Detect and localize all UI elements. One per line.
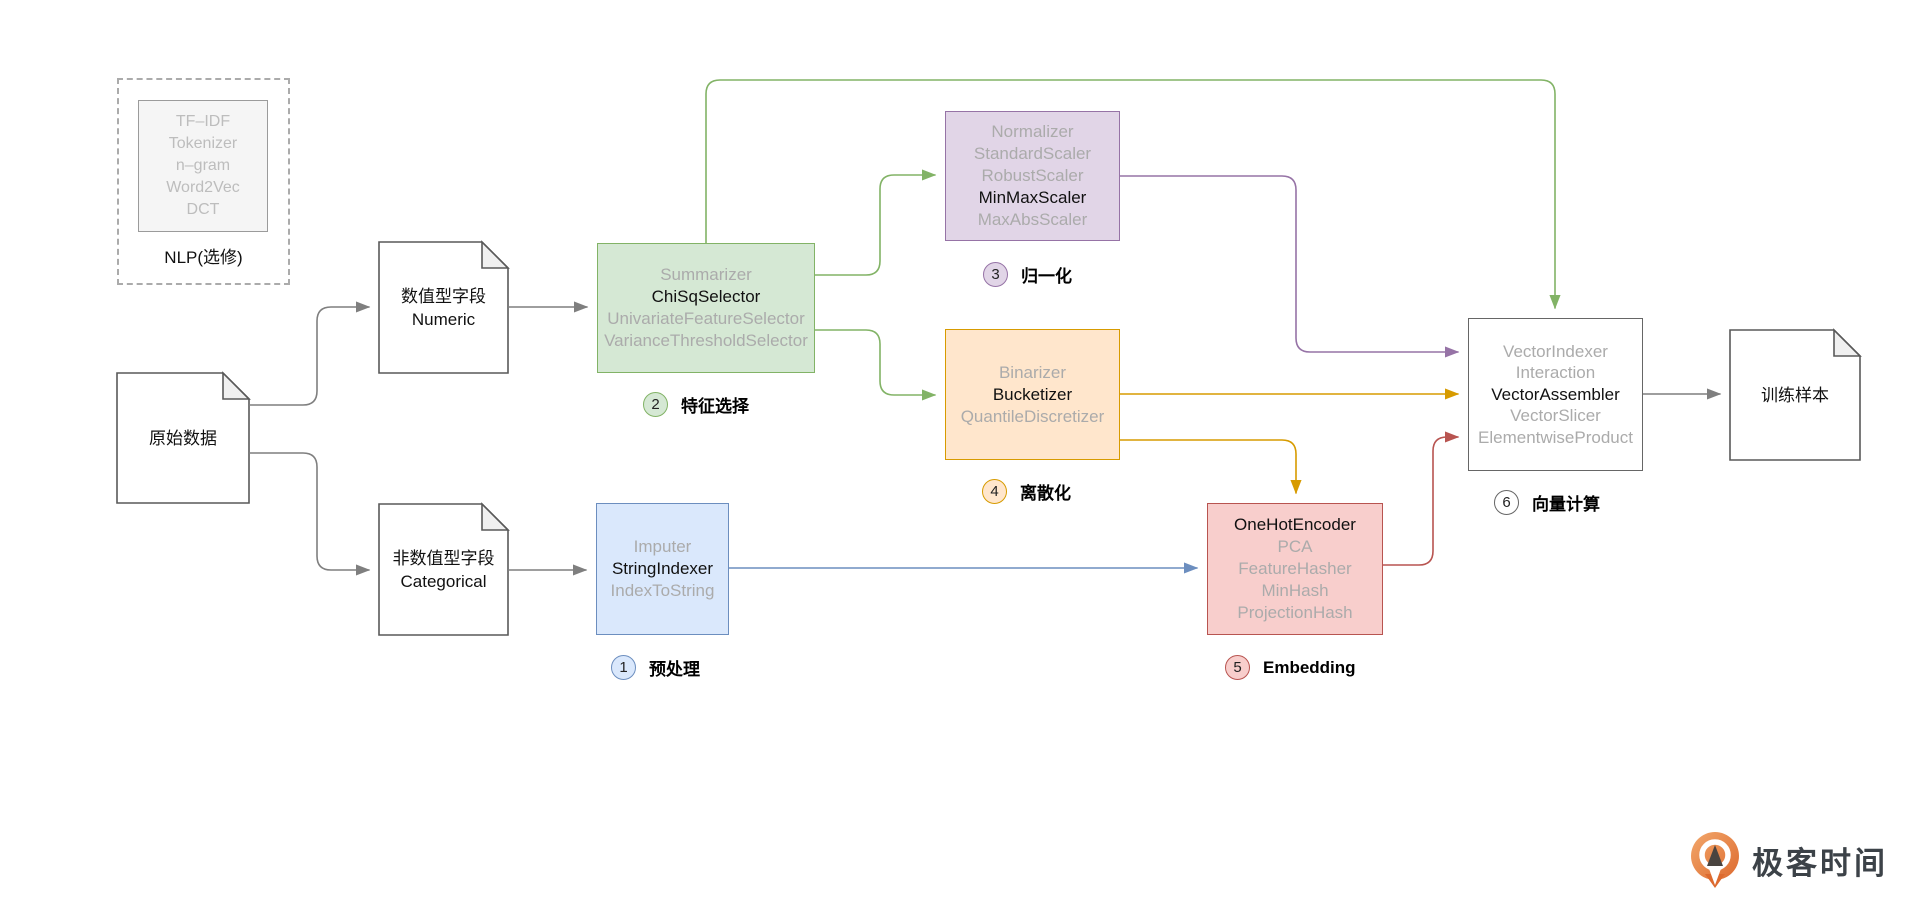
doc-shape-numeric: [378, 240, 510, 374]
doc-shape-raw-data: [116, 371, 251, 504]
nlp-item: Tokenizer: [168, 135, 238, 152]
connector-raw-to-numeric: [249, 301, 371, 406]
connector-raw-to-categorical: [249, 452, 371, 576]
geektime-icon: [1691, 832, 1739, 888]
doc-raw-data-label: 原始数据: [149, 428, 217, 448]
stage-item: VectorSlicer: [1510, 406, 1601, 426]
label-vector-computation: 6 向量计算: [1494, 490, 1600, 515]
vector-computation-box: VectorIndexer Interaction VectorAssemble…: [1468, 318, 1643, 471]
doc-shape-training: [1729, 328, 1862, 461]
stage-item: QuantileDiscretizer: [960, 406, 1105, 426]
stage-item: ElementwiseProduct: [1478, 427, 1633, 447]
doc-categorical-label-cn: 非数值型字段: [392, 548, 495, 568]
nlp-box: TF–IDF Tokenizer n–gram Word2Vec DCT: [138, 100, 268, 232]
stage-item: StandardScaler: [973, 144, 1092, 163]
step-label: 预处理: [649, 660, 700, 679]
doc-categorical: 非数值型字段 Categorical: [379, 504, 508, 635]
stage-item: ProjectionHash: [1237, 603, 1353, 622]
step-label: 特征选择: [681, 397, 749, 416]
connector-discretize-to-embedding: [1120, 439, 1302, 495]
stage-item-highlight: ChiSqSelector: [651, 287, 761, 306]
step-number-badge: 1: [611, 655, 636, 680]
step-label: 离散化: [1020, 484, 1071, 503]
stage-item: Interaction: [1515, 363, 1596, 383]
label-discretization: 4 离散化: [982, 479, 1071, 504]
connector-normalize-to-vector: [1120, 175, 1460, 358]
label-feature-selection: 2 特征选择: [643, 392, 749, 417]
stage-item: PCA: [1277, 537, 1313, 556]
stage-item: FeatureHasher: [1238, 559, 1352, 578]
step-label: Embedding: [1263, 657, 1356, 677]
step-number-badge: 5: [1225, 655, 1250, 680]
doc-training-samples: 训练样本: [1730, 330, 1860, 460]
step-label: 归一化: [1021, 267, 1072, 286]
stage-item: Imputer: [633, 537, 692, 556]
label-normalization: 3 归一化: [983, 262, 1072, 287]
nlp-item: Word2Vec: [166, 179, 240, 196]
step-number-badge: 2: [643, 392, 668, 417]
normalization-box: Normalizer StandardScaler RobustScaler M…: [945, 111, 1120, 241]
doc-numeric-label-en: Numeric: [411, 309, 476, 329]
connector-selection-to-discretize: [815, 329, 937, 401]
stage-item-highlight: MinMaxScaler: [978, 188, 1087, 207]
stage-item: RobustScaler: [981, 166, 1084, 185]
step-label: 向量计算: [1532, 495, 1600, 514]
discretization-box: Binarizer Bucketizer QuantileDiscretizer: [945, 329, 1120, 460]
step-number-badge: 4: [982, 479, 1007, 504]
stage-item: VarianceThresholdSelector: [604, 331, 808, 350]
connector-embedding-to-vector: [1383, 431, 1460, 566]
step-number-badge: 3: [983, 262, 1008, 287]
connector-selection-to-vector-top: [705, 79, 1561, 310]
connector-selection-to-normalize: [815, 169, 937, 276]
nlp-optional-group: [117, 78, 290, 285]
doc-numeric: 数值型字段 Numeric: [379, 242, 508, 373]
step-number-badge: 6: [1494, 490, 1519, 515]
stage-item: Normalizer: [991, 122, 1074, 141]
stage-item: UnivariateFeatureSelector: [607, 309, 805, 328]
doc-training-samples-label: 训练样本: [1761, 385, 1829, 405]
doc-categorical-label-en: Categorical: [400, 571, 487, 591]
stage-item: Binarizer: [998, 362, 1067, 382]
nlp-item: TF–IDF: [175, 113, 231, 130]
nlp-caption: NLP(选修): [164, 248, 243, 267]
label-preprocess: 1 预处理: [611, 655, 700, 680]
label-embedding: 5 Embedding: [1225, 655, 1356, 680]
doc-shape-categorical: [378, 502, 510, 636]
preprocess-box: Imputer StringIndexer IndexToString: [596, 503, 729, 635]
geektime-logo: 极客时间: [1688, 830, 1888, 890]
stage-item: MinHash: [1261, 581, 1329, 600]
geektime-logo-text: 极客时间: [1752, 845, 1888, 881]
stage-item-highlight: Bucketizer: [992, 384, 1073, 404]
stage-item-highlight: OneHotEncoder: [1234, 515, 1356, 534]
stage-item: VectorIndexer: [1503, 341, 1608, 361]
stage-item: IndexToString: [610, 581, 715, 600]
nlp-item: n–gram: [175, 157, 231, 174]
doc-raw-data: 原始数据: [117, 373, 249, 503]
doc-numeric-label-cn: 数值型字段: [401, 286, 486, 306]
stage-item-highlight: VectorAssembler: [1491, 384, 1620, 404]
stage-item: Summarizer: [660, 265, 752, 284]
feature-selection-box: Summarizer ChiSqSelector UnivariateFeatu…: [597, 243, 815, 373]
stage-item-highlight: StringIndexer: [611, 559, 714, 578]
embedding-box: OneHotEncoder PCA FeatureHasher MinHash …: [1207, 503, 1383, 635]
stage-item: MaxAbsScaler: [977, 210, 1088, 229]
nlp-item: DCT: [186, 201, 220, 218]
